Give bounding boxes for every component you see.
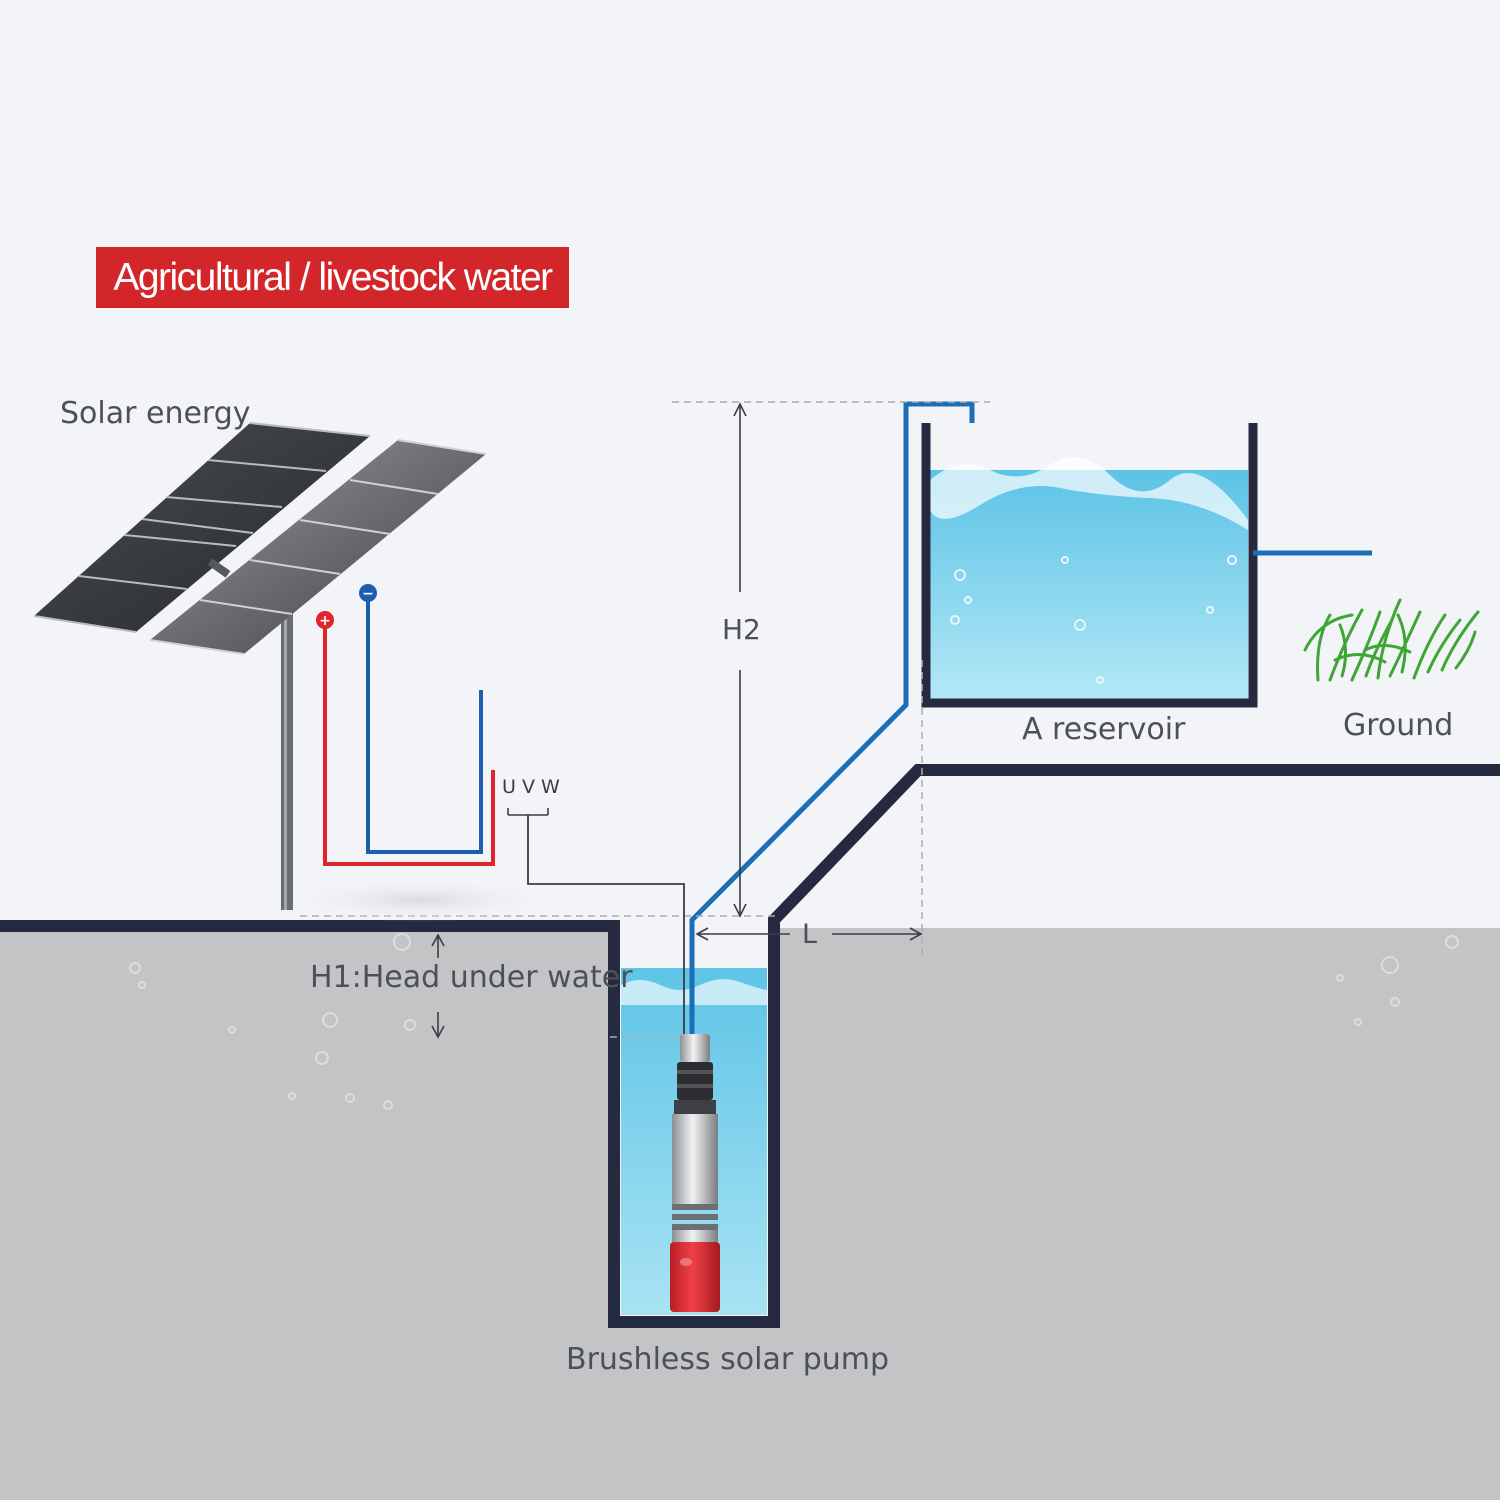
h1-label: H1:Head under water [310,960,633,995]
h2-dimension-arrow [733,402,747,918]
h1-dimension-arrow [431,933,445,1039]
brushless-solar-pump [670,1034,720,1312]
positive-terminal-icon [316,611,334,629]
l-dimension-arrow [695,927,923,941]
positive-sign: + [319,613,331,629]
reservoir-bubbles [950,555,1237,684]
panel-mount [207,558,231,578]
positive-cable [323,622,495,866]
negative-cable [366,594,483,854]
negative-sign: − [362,586,374,602]
h2-label: H2 [722,613,761,646]
uvw-connector [507,808,549,816]
reservoir-label: A reservoir [1022,712,1186,747]
ground-label: Ground [1343,708,1454,743]
solar-pole-highlight [284,610,287,910]
ground-outline [0,764,1500,1328]
pump-label: Brushless solar pump [566,1342,890,1377]
solar-panel-right [149,439,487,655]
bubbles-decor [129,933,1459,1110]
negative-terminal-icon [359,584,377,602]
reservoir-water-splash [930,457,1248,530]
uvw-label: U V W [502,776,560,798]
underground-area [0,928,1500,1500]
grass-icon [1303,598,1480,682]
solar-panel-left [33,422,371,633]
reservoir-wall [921,423,1258,708]
reference-lines [300,401,990,1038]
pole-shadow [280,878,560,922]
solar-energy-label: Solar energy [60,396,251,431]
delivery-pipe [689,401,975,1036]
diagram-title: Agricultural / livestock water [96,247,569,308]
l-label: L [802,919,818,950]
reservoir-water [930,470,1248,700]
raised-ground-area [920,770,1500,928]
pump-power-cable [527,815,685,1036]
